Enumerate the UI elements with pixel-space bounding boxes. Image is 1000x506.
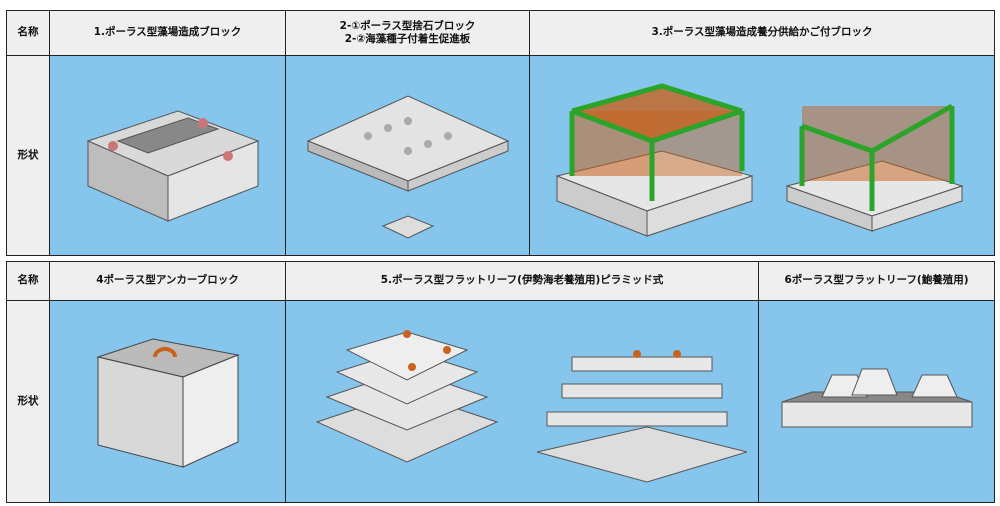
item-title-text: 1.ポーラス型藻場造成ブロック (93, 26, 242, 39)
item-title-text: 3.ポーラス型藻場造成養分供給かご付ブロック (651, 26, 873, 39)
pyramid-reef-image (285, 300, 759, 503)
item-title-line1: 2-①ポーラス型捨石ブロック (339, 19, 476, 32)
item-title-text: 5.ポーラス型フラットリーフ(伊勢海老養殖用)ピラミッド式 (380, 274, 664, 287)
item-title-text: 6ポーラス型フラットリーフ(鮑養殖用) (784, 274, 969, 287)
shape-label: 形状 (6, 55, 50, 256)
item-title-3: 3.ポーラス型藻場造成養分供給かご付ブロック (529, 10, 995, 56)
anchor-block-image (49, 300, 286, 503)
porous-block-image (49, 55, 286, 256)
name-label-text: 名称 (17, 274, 39, 287)
flat-reef-image (758, 300, 995, 503)
item-title-line2: 2-②海藻種子付着生促進板 (344, 33, 471, 45)
name-label: 名称 (6, 10, 50, 56)
shape-label-text: 形状 (17, 148, 39, 161)
item-title-1: 1.ポーラス型藻場造成ブロック (49, 10, 286, 56)
name-label-text: 名称 (17, 26, 39, 39)
item-title-text: 4ポーラス型アンカーブロック (96, 274, 239, 287)
name-label: 名称 (6, 261, 50, 301)
item-title-4: 4ポーラス型アンカーブロック (49, 261, 286, 301)
item-title-5: 5.ポーラス型フラットリーフ(伊勢海老養殖用)ピラミッド式 (285, 261, 759, 301)
shape-label: 形状 (6, 300, 50, 503)
shape-label-text: 形状 (17, 394, 39, 407)
item-title-6: 6ポーラス型フラットリーフ(鮑養殖用) (758, 261, 995, 301)
cage-block-image (529, 55, 995, 256)
riprap-block-image (285, 55, 530, 256)
